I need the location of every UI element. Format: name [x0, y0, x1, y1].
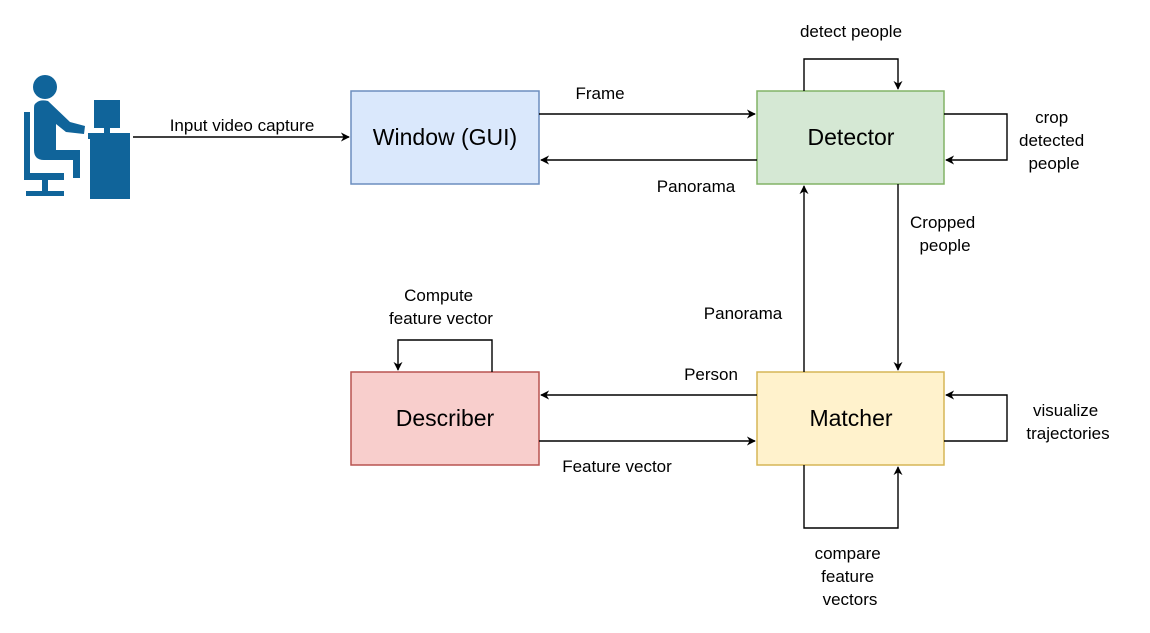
window-gui-label: Window (GUI)	[373, 124, 517, 150]
window-gui-box-shape	[350, 90, 540, 185]
window-gui-box: Window (GUI)	[350, 90, 540, 185]
matcher-box: Matcher	[756, 371, 945, 466]
detector-box: Detector	[756, 90, 945, 185]
label-compare-feature-vectors: compare feature vectors	[815, 544, 886, 609]
label-feature-vector: Feature vector	[562, 457, 672, 476]
label-person: Person	[684, 365, 738, 384]
describer-box-shape	[350, 371, 540, 466]
edge-visualize-trajectories-loop	[944, 390, 1008, 442]
detector-box-shape	[756, 90, 945, 185]
user-at-computer-icon	[24, 75, 130, 199]
label-panorama-to-window: Panorama	[657, 177, 736, 196]
edge-compute-feature-vector-loop	[393, 339, 493, 372]
describer-label: Describer	[396, 405, 495, 431]
edge-compare-feature-vectors-loop	[803, 465, 903, 529]
matcher-box-shape	[756, 371, 945, 466]
label-crop-detected-people: crop detected people	[1019, 108, 1089, 173]
label-cropped-people: Cropped people	[910, 213, 980, 255]
edge-detect-people-loop	[803, 58, 903, 91]
label-input-video-capture: Input video capture	[170, 116, 315, 135]
edge-crop-detected-people-loop	[944, 113, 1008, 165]
detector-label: Detector	[808, 124, 895, 150]
label-visualize-trajectories: visualize trajectories	[1026, 401, 1109, 443]
matcher-label: Matcher	[809, 405, 892, 431]
label-panorama-to-detector: Panorama	[704, 304, 783, 323]
label-compute-feature-vector: Compute feature vector	[389, 286, 493, 328]
describer-box: Describer	[350, 371, 540, 466]
label-detect-people: detect people	[800, 22, 902, 41]
label-frame: Frame	[575, 84, 624, 103]
